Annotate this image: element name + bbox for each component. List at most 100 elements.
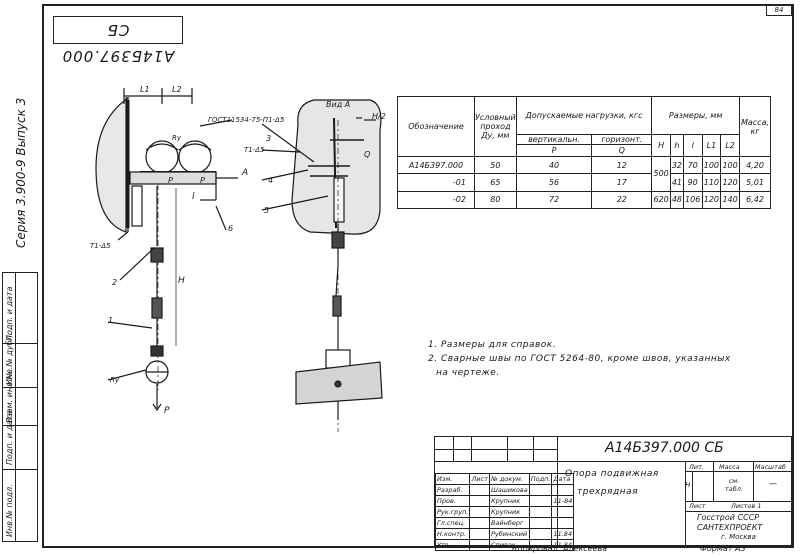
cell-l: 106: [682, 190, 703, 210]
cell-l2: 140: [720, 190, 740, 210]
col-dims: Размеры, мм: [651, 96, 740, 135]
label-p-bottom: Р: [164, 406, 170, 416]
cell-h: 48: [669, 190, 684, 210]
tb-cell: Пров.: [434, 495, 471, 507]
cell-l: 90: [682, 173, 703, 192]
gost-weld-label: ГОСТ11534-75-П1-Δ5: [208, 116, 285, 124]
tb-cell: Подп.: [528, 473, 553, 485]
cell-designation: А14Б397.000: [397, 155, 475, 175]
label-ry-top: Rу: [172, 134, 182, 142]
table-row: -02 80 72 22 620 48 106 120 140 6,42: [397, 190, 771, 210]
dim-l2: L2: [172, 85, 182, 94]
label-q: Q: [364, 150, 371, 159]
tb-cell: Рук.груп.: [434, 506, 471, 518]
tb-cell: 11-84: [551, 495, 575, 507]
cell-p: 56: [515, 173, 593, 192]
cell-q: 12: [591, 155, 653, 175]
tb-cell: Изм.: [434, 473, 471, 485]
cell-q: 22: [591, 190, 653, 210]
dim-l: l: [192, 192, 195, 202]
tb-cell: 11.84: [551, 539, 575, 551]
org-3: г. Москва: [721, 533, 756, 541]
tb-cell: Спивак: [488, 539, 530, 551]
col-horiz: горизонт.: [591, 134, 653, 145]
col-l2: L2: [720, 134, 740, 157]
drawing-frame: [42, 4, 794, 548]
col-l1: L1: [701, 134, 722, 157]
col-p: Р: [515, 144, 593, 157]
tb-cell: № докум.: [488, 473, 530, 485]
cell-q: 17: [591, 173, 653, 192]
lit-label: Лит.: [689, 463, 704, 471]
wall-view-a: [291, 99, 382, 235]
col-l: l: [682, 134, 703, 157]
tb-cell: Шашикова: [488, 484, 530, 496]
col-loads: Допускаемые нагрузки, кгс: [515, 96, 653, 135]
callout-2: 2: [112, 278, 118, 287]
format-label: Формат А3: [700, 544, 746, 553]
callout-3: 3: [266, 134, 272, 143]
sheet-number-box: 84: [766, 4, 792, 16]
col-vert: вертикальн.: [515, 134, 593, 145]
tb-cell: Лист: [469, 473, 490, 485]
product-name-1: Опора подвижная: [565, 469, 659, 479]
cell-l1: 100: [701, 155, 722, 175]
sheet-label: Лист: [689, 502, 706, 510]
cell-du: 65: [474, 173, 517, 192]
col-pass: Условный проход Ду, мм: [474, 96, 517, 157]
cell-mass: 4,20: [739, 155, 771, 175]
copied-by: Копировал: Алексеева: [512, 544, 608, 553]
tb-cell: Утв.: [434, 539, 471, 551]
cell-H: 620: [651, 190, 671, 210]
dim-l1: L1: [140, 85, 150, 94]
label-p-left: Р: [168, 176, 173, 185]
cell-l1: 110: [701, 173, 722, 192]
cell-l2: 100: [720, 155, 740, 175]
callout-6: 5: [264, 206, 270, 215]
cell-designation: -02: [397, 190, 475, 210]
scale-label: Масштаб: [755, 463, 786, 471]
lit-value: Н: [685, 481, 691, 489]
col-designation: Обозначение: [397, 96, 475, 157]
label-h-left: Н: [178, 276, 185, 286]
col-h: h: [669, 134, 684, 157]
tb-cell: 11.84: [551, 528, 575, 540]
stamp-code-box: А14Б397.000 СБ: [53, 16, 183, 65]
left-strip: Инв.№ подл. Подп. и дата Взам. инв.№ Инв…: [2, 272, 38, 542]
tb-cell: Н.контр.: [434, 528, 471, 540]
cell-mass: 6,42: [739, 190, 771, 210]
table-row: -01 65 56 17 41 90 110 120 5,01: [397, 173, 771, 192]
table-row: А14Б397.000 50 40 12 500 32 70 100 100 4…: [397, 155, 771, 192]
col-mass: Масса, кг: [739, 96, 771, 157]
cell-l1: 120: [701, 190, 722, 210]
cell-H: 500: [651, 156, 671, 192]
callout-4: 4: [268, 176, 274, 185]
product-name-2: трехрядная: [577, 487, 638, 497]
cell-designation: -01: [397, 173, 475, 192]
cell-l2: 120: [720, 173, 740, 192]
note-2: 2. Сварные швы по ГОСТ 5264-80, кроме шв…: [428, 354, 731, 364]
title-code: А14Б397.000 СБ: [605, 440, 724, 456]
cell-mass: 5,01: [739, 173, 771, 192]
mass-value: см. табл.: [725, 477, 743, 493]
scale-value: —: [769, 479, 777, 488]
tb-cell: Гл.спец.: [434, 517, 471, 529]
label-ry-bottom: Rу: [110, 376, 120, 384]
callout-5: 6: [228, 224, 234, 233]
mass-label: Масса: [719, 463, 740, 471]
cell-p: 72: [515, 190, 593, 210]
label-p-left-2: Р: [200, 176, 205, 185]
tb-cell: Крупник: [488, 495, 530, 507]
view-a-label: Вид А: [326, 100, 351, 109]
tb-cell: Разраб.: [434, 484, 471, 496]
wall-section: [95, 97, 130, 233]
cell-du: 50: [474, 155, 517, 175]
spec-table: Обозначение Условный проход Ду, мм Допус…: [397, 96, 771, 210]
tb-cell: Вайнберг: [488, 517, 530, 529]
weld-t1-right: Т1-Δ5: [244, 146, 265, 154]
org-2: САНТЕХПРОЕКТ: [697, 523, 763, 532]
note-1: 1. Размеры для справок.: [428, 340, 557, 350]
weld-t1-left: Т1-Δ5: [90, 242, 111, 250]
